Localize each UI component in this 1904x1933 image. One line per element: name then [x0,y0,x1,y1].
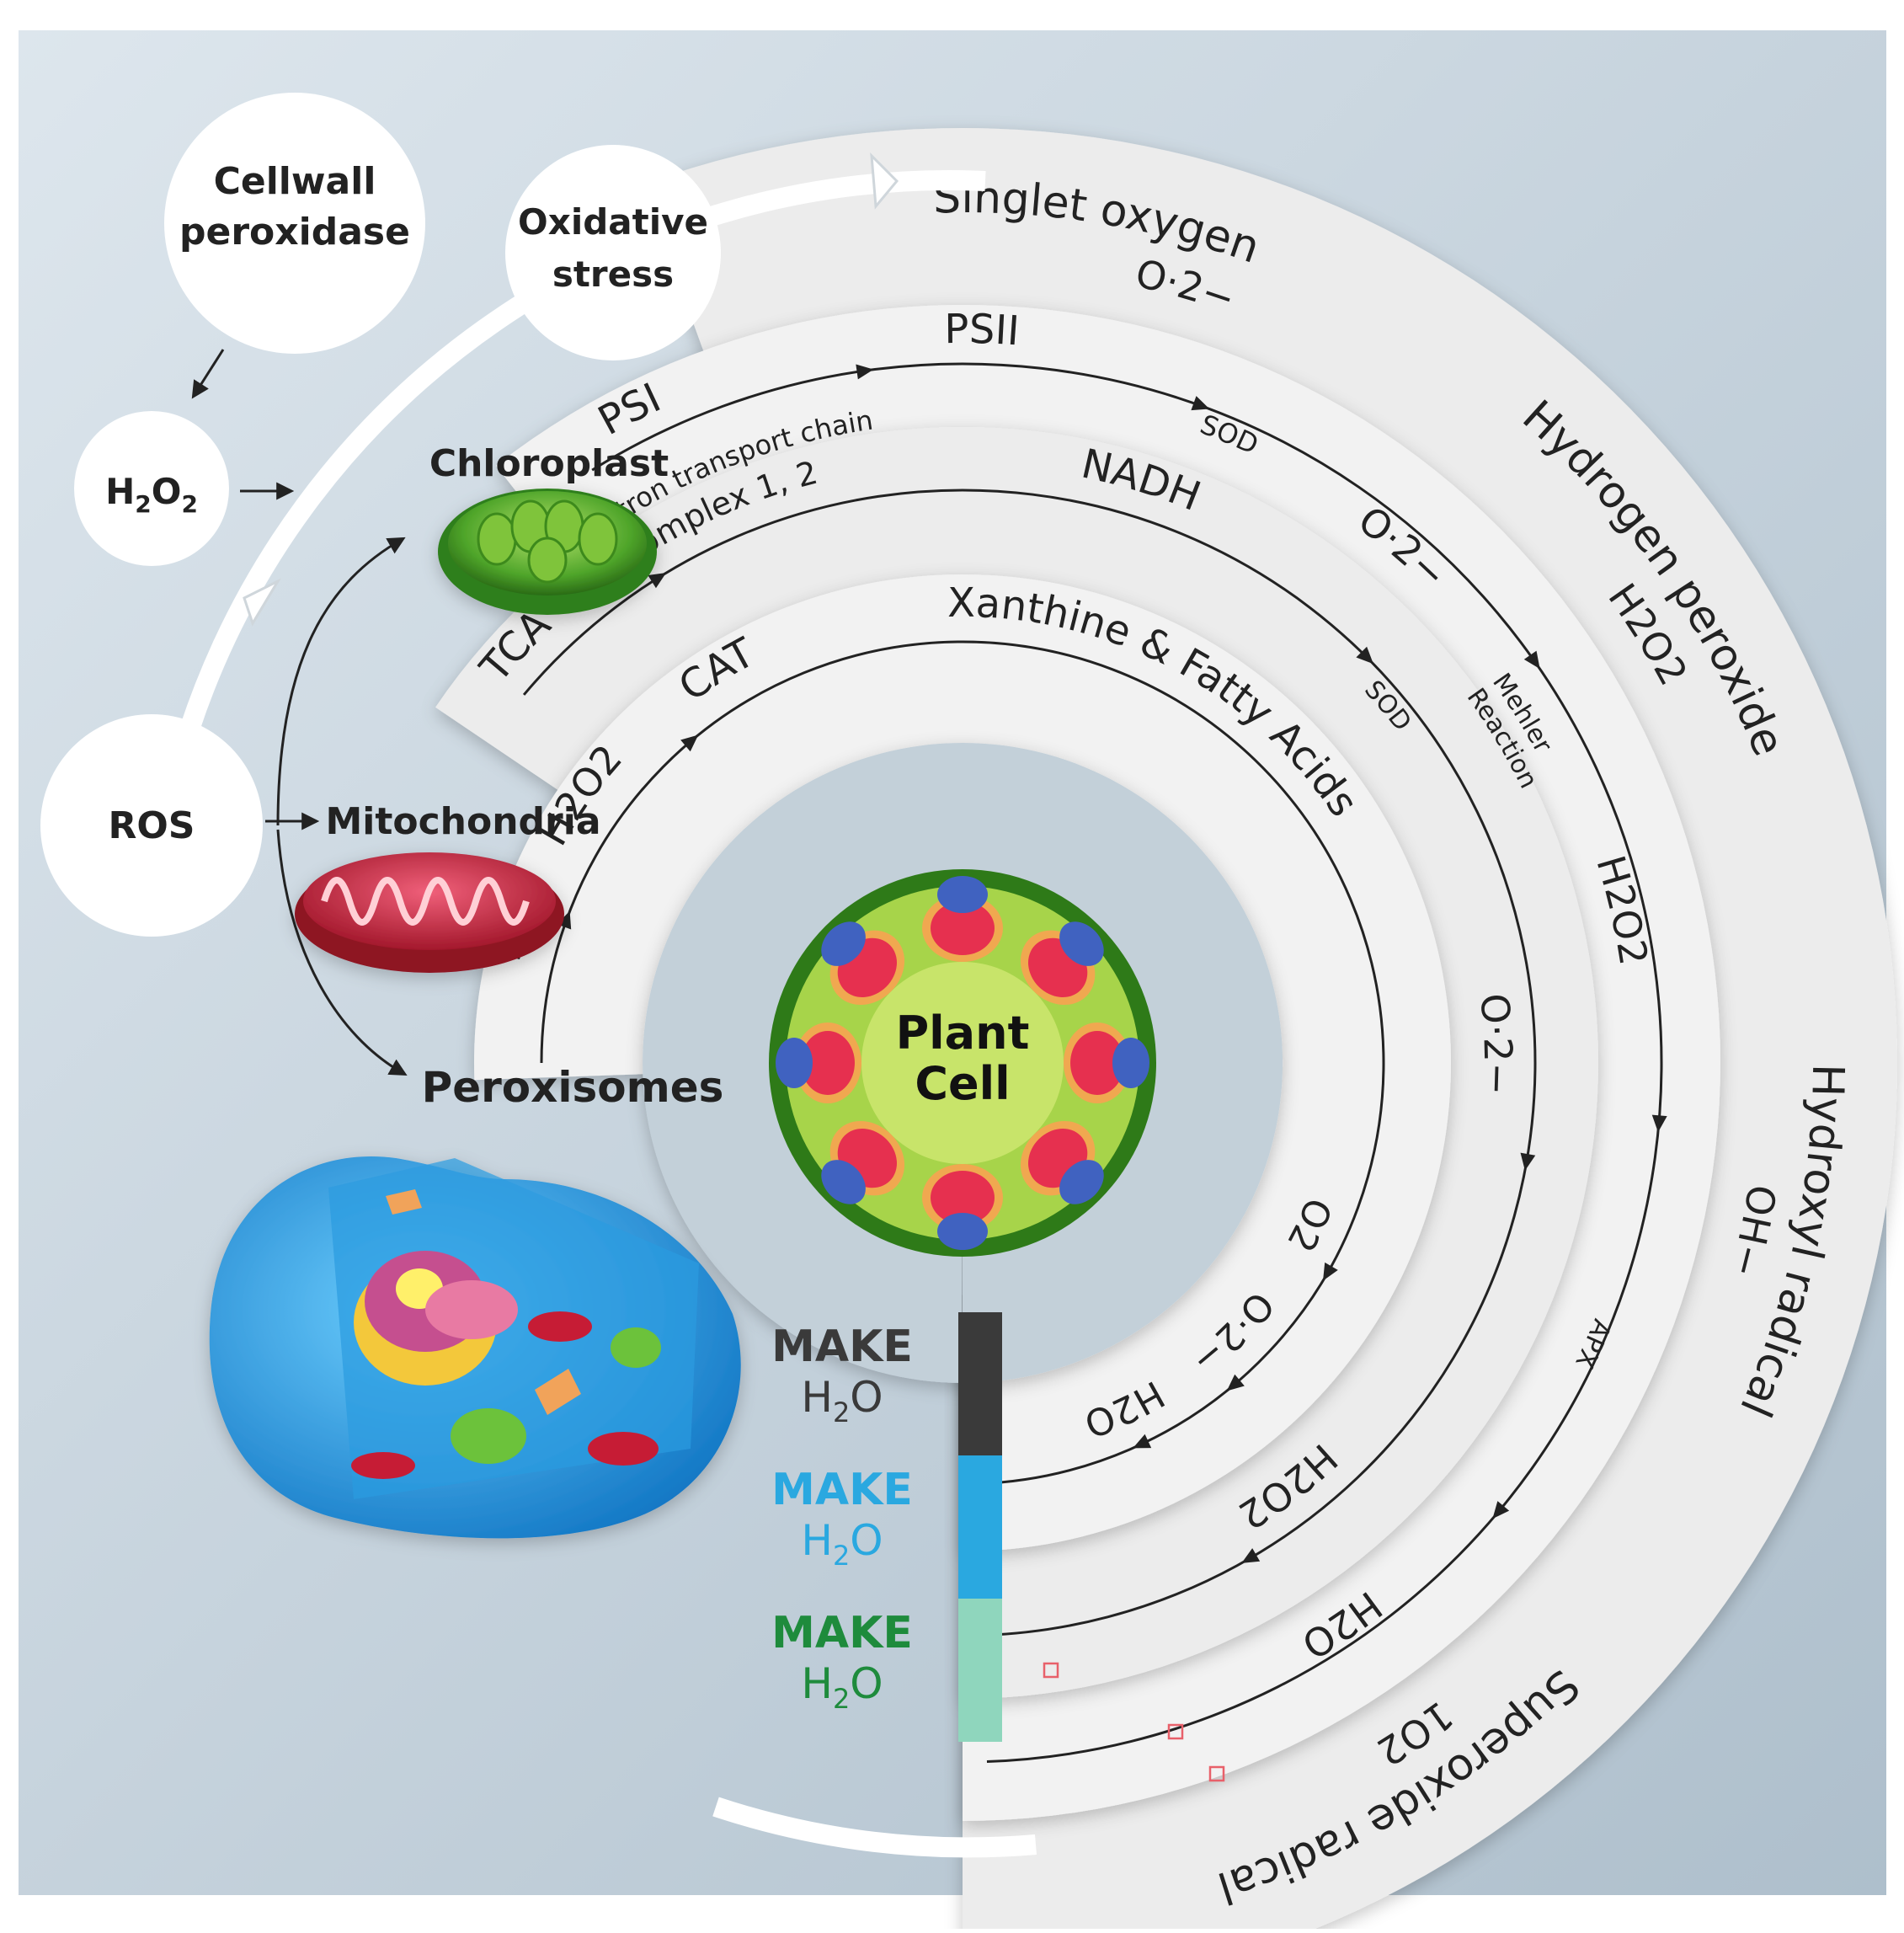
arrow-ros-to-peroxisomes-icon [276,829,408,1076]
ring3-arrow-icon [1356,646,1373,665]
marker-squares [1043,1662,1225,1782]
ring4-path [540,640,1385,1486]
arrow-ros-to-chloroplast-icon [276,537,406,826]
ring4-arrow-icon [1323,1262,1338,1281]
legend-h2o-label: H2O [801,1516,883,1572]
legend-make-label: MAKE [771,1608,913,1658]
oxidative-label-line1: Oxidative [518,201,708,243]
vascular-bundles [776,876,1149,1250]
legend-bar [958,1599,1002,1742]
legend-make-label: MAKE [771,1465,913,1515]
ring2-arrow-icon [856,364,874,380]
h2o2-circle: H2O2 [74,411,229,566]
ring2-arrow-icon [1523,650,1540,670]
legend-make-label: MAKE [771,1322,913,1372]
phloem [776,1038,813,1088]
cell-cutaway-illustration [209,1156,741,1539]
oxidative-stress-circle: Oxidative stress [505,145,721,360]
psii-label: PSII [944,306,1021,355]
pathway-lines [522,362,1667,1763]
chloroplast-illustration [438,489,657,615]
chloroplast-label: Chloroplast [429,442,669,485]
phloem [1059,921,1104,966]
cellwall-peroxidase-circle: Cellwall peroxidase [164,93,425,354]
phloem [821,921,866,966]
ring4-arrow-icon [680,734,699,752]
ring3-o2-radical-label: O·2− [1471,991,1521,1096]
ring2-path [591,362,1663,1763]
phloem [937,1213,988,1250]
phloem [821,1160,866,1204]
ros-label: ROS [109,804,195,847]
ring3-path [522,489,1537,1637]
xylem [801,1031,855,1095]
ring2-arrow-icon [1651,1114,1667,1133]
plant-cell-label-line2: Cell [915,1057,1010,1110]
cellwall-label-line2: peroxidase [179,211,410,254]
plant-cell-label-line1: Plant [896,1007,1030,1060]
ring3-arrow-icon [1520,1152,1536,1171]
arrow-cellwall-to-h2o2-icon [191,349,225,399]
legend-h2o-label: H2O [801,1373,883,1428]
plant-cell-illustration: Plant Cell [769,869,1156,1257]
xylem [931,901,995,955]
mitochondria-illustration [295,852,564,973]
legend-h2o-label: H2O [801,1659,883,1715]
xylem [931,1171,995,1225]
ring4-arrow-icon [1226,1374,1245,1391]
track-arrow-left-icon [243,578,281,627]
xylem [1070,1031,1124,1095]
oxidative-label-line2: stress [552,254,674,295]
cellwall-label-line1: Cellwall [214,160,376,203]
mitochondria-label: Mitochondria [325,800,600,843]
ring3-arrow-icon [1241,1548,1261,1563]
ring2-arrow-icon [1191,396,1210,411]
oxidative-cycle-track [179,152,1037,1858]
ring2-arrow-icon [1492,1501,1510,1519]
legend-bar [958,1455,1002,1599]
h2o2-circle-label: H2O2 [105,471,198,518]
peroxisomes-label: Peroxisomes [422,1063,724,1112]
ring3-arrow-icon [648,573,667,589]
phloem [1112,1038,1149,1088]
phloem [1059,1160,1104,1204]
phloem [937,876,988,913]
legend-bar [958,1312,1002,1455]
ros-circle: ROS [40,714,263,937]
track-arrow-top-icon [870,152,899,210]
ring4-arrow-icon [1133,1434,1152,1449]
